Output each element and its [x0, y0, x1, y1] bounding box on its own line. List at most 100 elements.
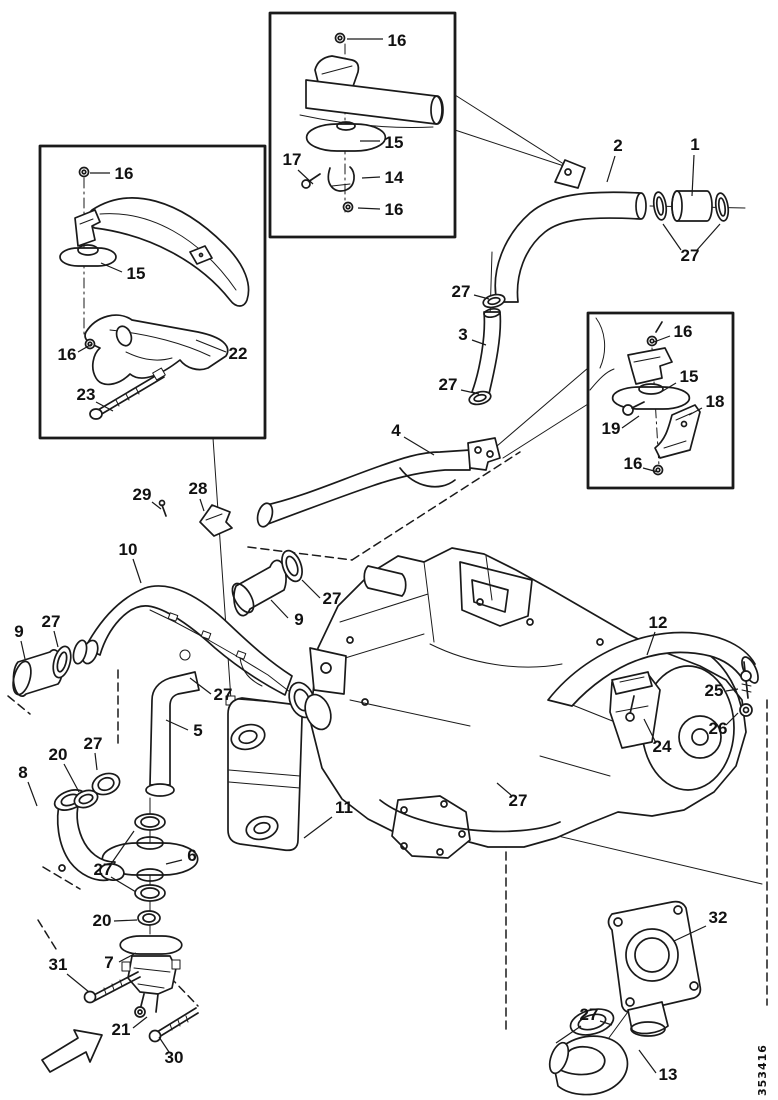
inset-left-shield-bracket [38, 144, 267, 440]
part-number-callout: 27 [439, 375, 458, 394]
callout-leader-line [77, 343, 93, 353]
heat-exchanger [227, 697, 303, 852]
part-number-callout: 29 [133, 485, 152, 504]
callout-leader-line [95, 401, 114, 412]
inset-right-mount-bracket [586, 311, 735, 490]
drawing-number: 353416 [756, 1044, 769, 1096]
callout-leader-line [27, 781, 38, 807]
callout-leader-line [63, 763, 80, 793]
callout-leader-line [643, 718, 657, 744]
part-number-callout: 16 [115, 164, 134, 183]
part-number-callout: 14 [385, 168, 404, 187]
callout-leader-line [646, 631, 656, 656]
part-number-callout: 12 [649, 613, 668, 632]
callout-leader-line [642, 467, 659, 473]
callout-leader-line [199, 498, 205, 512]
callout-leader-line [696, 223, 721, 251]
part-number-callout: 7 [104, 953, 113, 972]
part-number-callout: 27 [323, 589, 342, 608]
callout-leader-line [361, 176, 381, 179]
part-number-callout: 26 [709, 719, 728, 738]
callout-leader-line [236, 698, 275, 703]
part-number-callout: 27 [94, 860, 113, 879]
callout-leader-line [496, 782, 512, 796]
part-number-callout: 27 [452, 282, 471, 301]
elbow-5 [149, 671, 200, 786]
part-number-callout: 16 [674, 322, 693, 341]
part-number-callout: 16 [624, 454, 643, 473]
callout-leader-line [725, 712, 739, 726]
thermostat-housing-7 [127, 955, 177, 995]
callout-leader-line [110, 830, 135, 865]
part-number-callout: 1 [690, 135, 699, 154]
part-number-callout: 27 [214, 685, 233, 704]
callout-leader-line [403, 436, 435, 456]
part-number-callout: 24 [653, 737, 672, 756]
callout-leader-line [270, 599, 289, 619]
part-number-callout: 16 [388, 31, 407, 50]
callout-leader-line [638, 1049, 657, 1074]
part-number-callout: 27 [681, 246, 700, 265]
callout-leader-line [473, 294, 490, 300]
part-number-callout: 19 [602, 419, 621, 438]
callout-leader-line [599, 1020, 613, 1026]
part-number-callout: 17 [283, 150, 302, 169]
callout-leader-line [301, 579, 321, 599]
callout-leader-line [66, 973, 90, 993]
callout-leader-line [132, 558, 142, 584]
part-number-callout: 21 [112, 1020, 131, 1039]
part-number-callout: 31 [49, 955, 68, 974]
callout-leader-line [725, 688, 739, 692]
callout-leader-line [471, 339, 487, 346]
part-number-callout: 9 [294, 610, 303, 629]
callout-leader-line [673, 925, 707, 942]
inlet-elbow-8 [53, 772, 125, 882]
part-number-callout: 20 [49, 745, 68, 764]
part-number-callout: 27 [84, 734, 103, 753]
callout-leader-line [189, 677, 212, 695]
part-number-callout: 15 [385, 133, 404, 152]
callout-leader-line [20, 640, 26, 660]
sleeve-9-centre [231, 549, 332, 731]
callout-leader-line [660, 382, 677, 393]
callout-leader-line [555, 1025, 582, 1044]
callout-leader-line [100, 262, 123, 273]
part-number-callout: 8 [18, 763, 27, 782]
callout-leader-line [132, 1016, 148, 1029]
part-number-callout: 28 [189, 479, 208, 498]
hose-12 [547, 631, 759, 722]
part-number-callout: 3 [458, 325, 467, 344]
callout-leader-line [165, 719, 189, 731]
part-number-callout: 2 [613, 136, 622, 155]
callout-leader-line [357, 207, 381, 210]
bracket-28-screw-29 [158, 499, 233, 537]
callout-leader-line [662, 223, 682, 251]
part-number-callout: 15 [127, 264, 146, 283]
callout-leader-line [53, 630, 59, 648]
part-number-callout: 6 [187, 846, 196, 865]
callout-leader-line [158, 1036, 170, 1053]
part-number-callout: 13 [659, 1065, 678, 1084]
callout-leader-line [118, 952, 137, 963]
part-number-callout: 11 [335, 798, 353, 817]
hose-10-and-sleeve-9 [12, 585, 293, 697]
direction-arrow-icon [41, 1029, 103, 1073]
formed-tube-4 [256, 437, 501, 528]
hose-2-sleeve-1 [494, 159, 730, 303]
part-number-callout: 5 [193, 721, 202, 740]
part-number-callout: 30 [165, 1048, 184, 1067]
part-number-callout: 15 [680, 367, 699, 386]
part-number-callout: 27 [509, 791, 528, 810]
part-number-callout: 16 [58, 345, 77, 364]
callout-leader-line [303, 816, 333, 839]
part-number-callout: 25 [705, 681, 724, 700]
callout-leader-line [151, 501, 162, 510]
inset-upper-hose-mount [268, 11, 457, 239]
callout-leader-line [691, 154, 695, 197]
part-number-callout: 22 [229, 344, 248, 363]
callout-leader-line [653, 335, 671, 343]
callout-leader-line [113, 919, 138, 922]
part-number-callout: 27 [580, 1005, 599, 1024]
part-number-callout: 10 [119, 540, 138, 559]
